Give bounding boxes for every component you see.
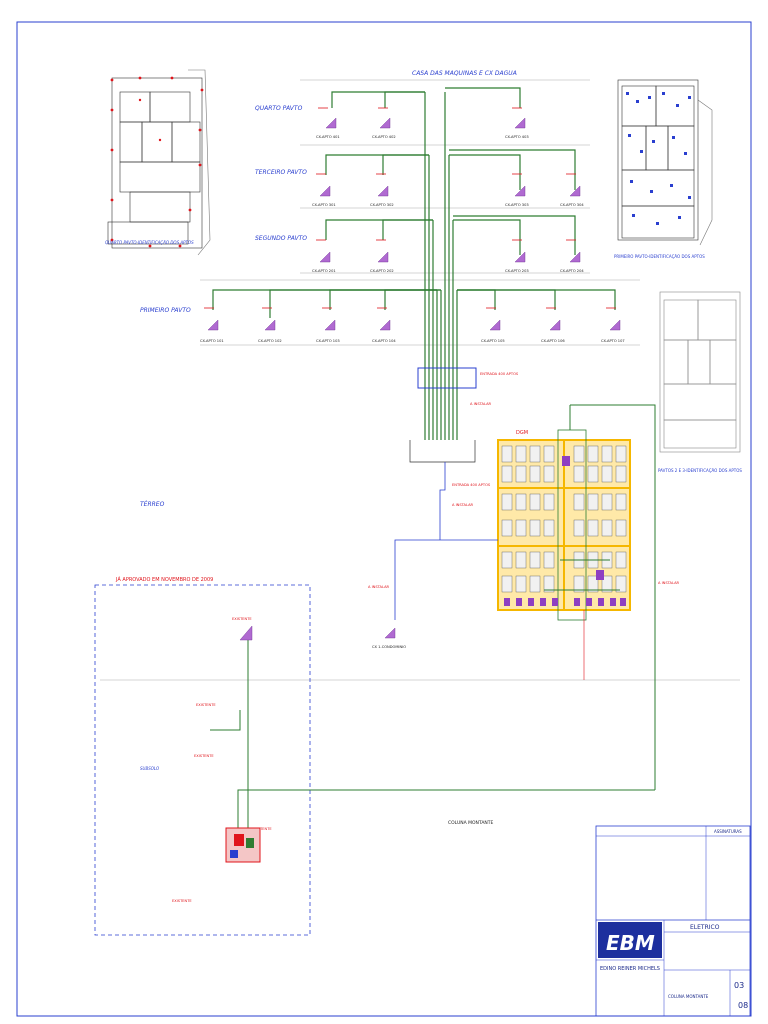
apt-labels-segundo: CX-APTO 201 CX-APTO 202 CX-APTO 203 CX-A… (312, 269, 584, 273)
approval-region (94, 584, 311, 936)
apt-label: CX-APTO 204 (560, 269, 584, 273)
floor-label-primeiro: PRIMEIRO PAVTO (140, 307, 191, 314)
apt-label: CX-APTO 102 (258, 339, 282, 343)
apt-label: CX-APTO 303 (505, 203, 529, 207)
apt-label: CX-APTO 203 (505, 269, 529, 273)
floor-plan-primeiro (617, 79, 713, 246)
apt-labels-primeiro: CX-APTO 101 CX-APTO 102 CX-APTO 103 CX-A… (200, 339, 625, 343)
header-title: CASA DAS MAQUINAS E CX DAGUA (412, 70, 517, 77)
dgm-wiring (544, 404, 656, 790)
apt-label: CX-APTO 402 (372, 135, 396, 139)
apt-label: CX-APTO 201 (312, 269, 336, 273)
dgm-label: DGM (516, 430, 528, 436)
condominio-label: CX 1-CONDOMINIO (372, 645, 406, 649)
coluna-label: COLUNA MONTANTE (448, 820, 494, 826)
sheet-total: 08 (738, 1001, 748, 1010)
revision-header: ASSINATURAS (714, 829, 742, 834)
apt-label: CX-APTO 107 (601, 339, 625, 343)
approval-label: JÁ APROVADO EM NOVEMBRO DE 2009 (115, 576, 213, 583)
riser-to-dgm (394, 462, 498, 620)
engineer-name: EDINO REINER MICHELS (600, 966, 660, 972)
floor-plan-pavtos-2-3 (659, 291, 741, 453)
riser-base (409, 440, 476, 463)
plan-caption-primeiro: PRIMEIRO PAVTO-IDENTIFICAÇÃO DOS APTOS (614, 254, 705, 259)
floor-plan-quarto (107, 69, 211, 256)
apt-label: CX-APTO 403 (505, 135, 529, 139)
apt-label: CX-APTO 202 (370, 269, 394, 273)
apt-label: CX-APTO 104 (372, 339, 396, 343)
outlets (207, 117, 621, 331)
floor-label-subsolo: SUBSOLO (140, 766, 159, 771)
condominio-note: A INSTALAR (368, 585, 390, 589)
apt-labels-quarto: CX-APTO 401 CX-APTO 402 CX-APTO 403 (316, 135, 529, 139)
floor-plan-quarto-marks (110, 76, 204, 248)
plan-caption-pavtos-2-3: PAVTOS 2 E 3-IDENTIFICAÇÃO DOS APTOS (658, 468, 742, 473)
main-distribution-block (225, 827, 261, 863)
sheet-number: 03 (734, 981, 744, 990)
subsolo-existente-2: EXISTENTE (196, 703, 216, 707)
apt-label: CX-APTO 106 (541, 339, 565, 343)
floor-label-quarto: QUARTO PAVTO (255, 105, 303, 112)
apt-label: CX-APTO 401 (316, 135, 340, 139)
sheet-border (16, 21, 752, 1017)
riser-box-label: ENTRADA 400 APTOS (480, 372, 519, 376)
main-risers (212, 87, 616, 440)
subsolo-existente-5: EXISTENTE (252, 827, 272, 831)
subsolo-riser (210, 640, 655, 830)
apt-label: CX-APTO 304 (560, 203, 584, 207)
apt-labels-terceiro: CX-APTO 301 CX-APTO 302 CX-APTO 303 CX-A… (312, 203, 584, 207)
dgm-terminals (504, 456, 626, 606)
floor-label-segundo: SEGUNDO PAVTO (255, 235, 307, 242)
apt-label: CX-APTO 101 (200, 339, 224, 343)
drawing-name: COLUNA MONTANTE (668, 994, 709, 999)
apt-label: CX-APTO 301 (312, 203, 336, 207)
subsolo-existente-3: EXISTENTE (194, 754, 214, 758)
plan-caption-quarto: QUARTO PAVTO-IDENTIFICAÇÃO DOS APTOS (105, 240, 194, 245)
condominio-outlet (384, 627, 396, 639)
subsolo-outlet (239, 625, 253, 641)
floor-plan-primeiro-marks (626, 92, 691, 225)
apt-label: CX-APTO 103 (316, 339, 340, 343)
title-block: EBM ASSINATURAS ELETRICO EDINO REINER MI… (595, 825, 751, 1017)
entry-note: A INSTALAR (452, 503, 474, 507)
floor-lines (100, 144, 740, 681)
apt-label: CX-APTO 302 (370, 203, 394, 207)
subsolo-existente-label: EXISTENTE (232, 617, 252, 621)
entry-label: ENTRADA 400 APTOS (452, 483, 491, 487)
floor-label-terreo: TÉRREO (140, 500, 165, 508)
brand-text: ELETRICO (690, 924, 720, 931)
subsolo-existente-4: EXISTENTE (172, 899, 192, 903)
floor-label-terceiro: TERCEIRO PAVTO (255, 169, 307, 176)
apt-label: CX-APTO 105 (481, 339, 505, 343)
riser-box (417, 367, 477, 389)
outlet-red-marks (204, 107, 616, 309)
company-logo: EBM (606, 931, 655, 955)
riser-box-note: A INSTALAR (470, 402, 492, 406)
dgm-side-label: A INSTALAR (658, 581, 680, 585)
